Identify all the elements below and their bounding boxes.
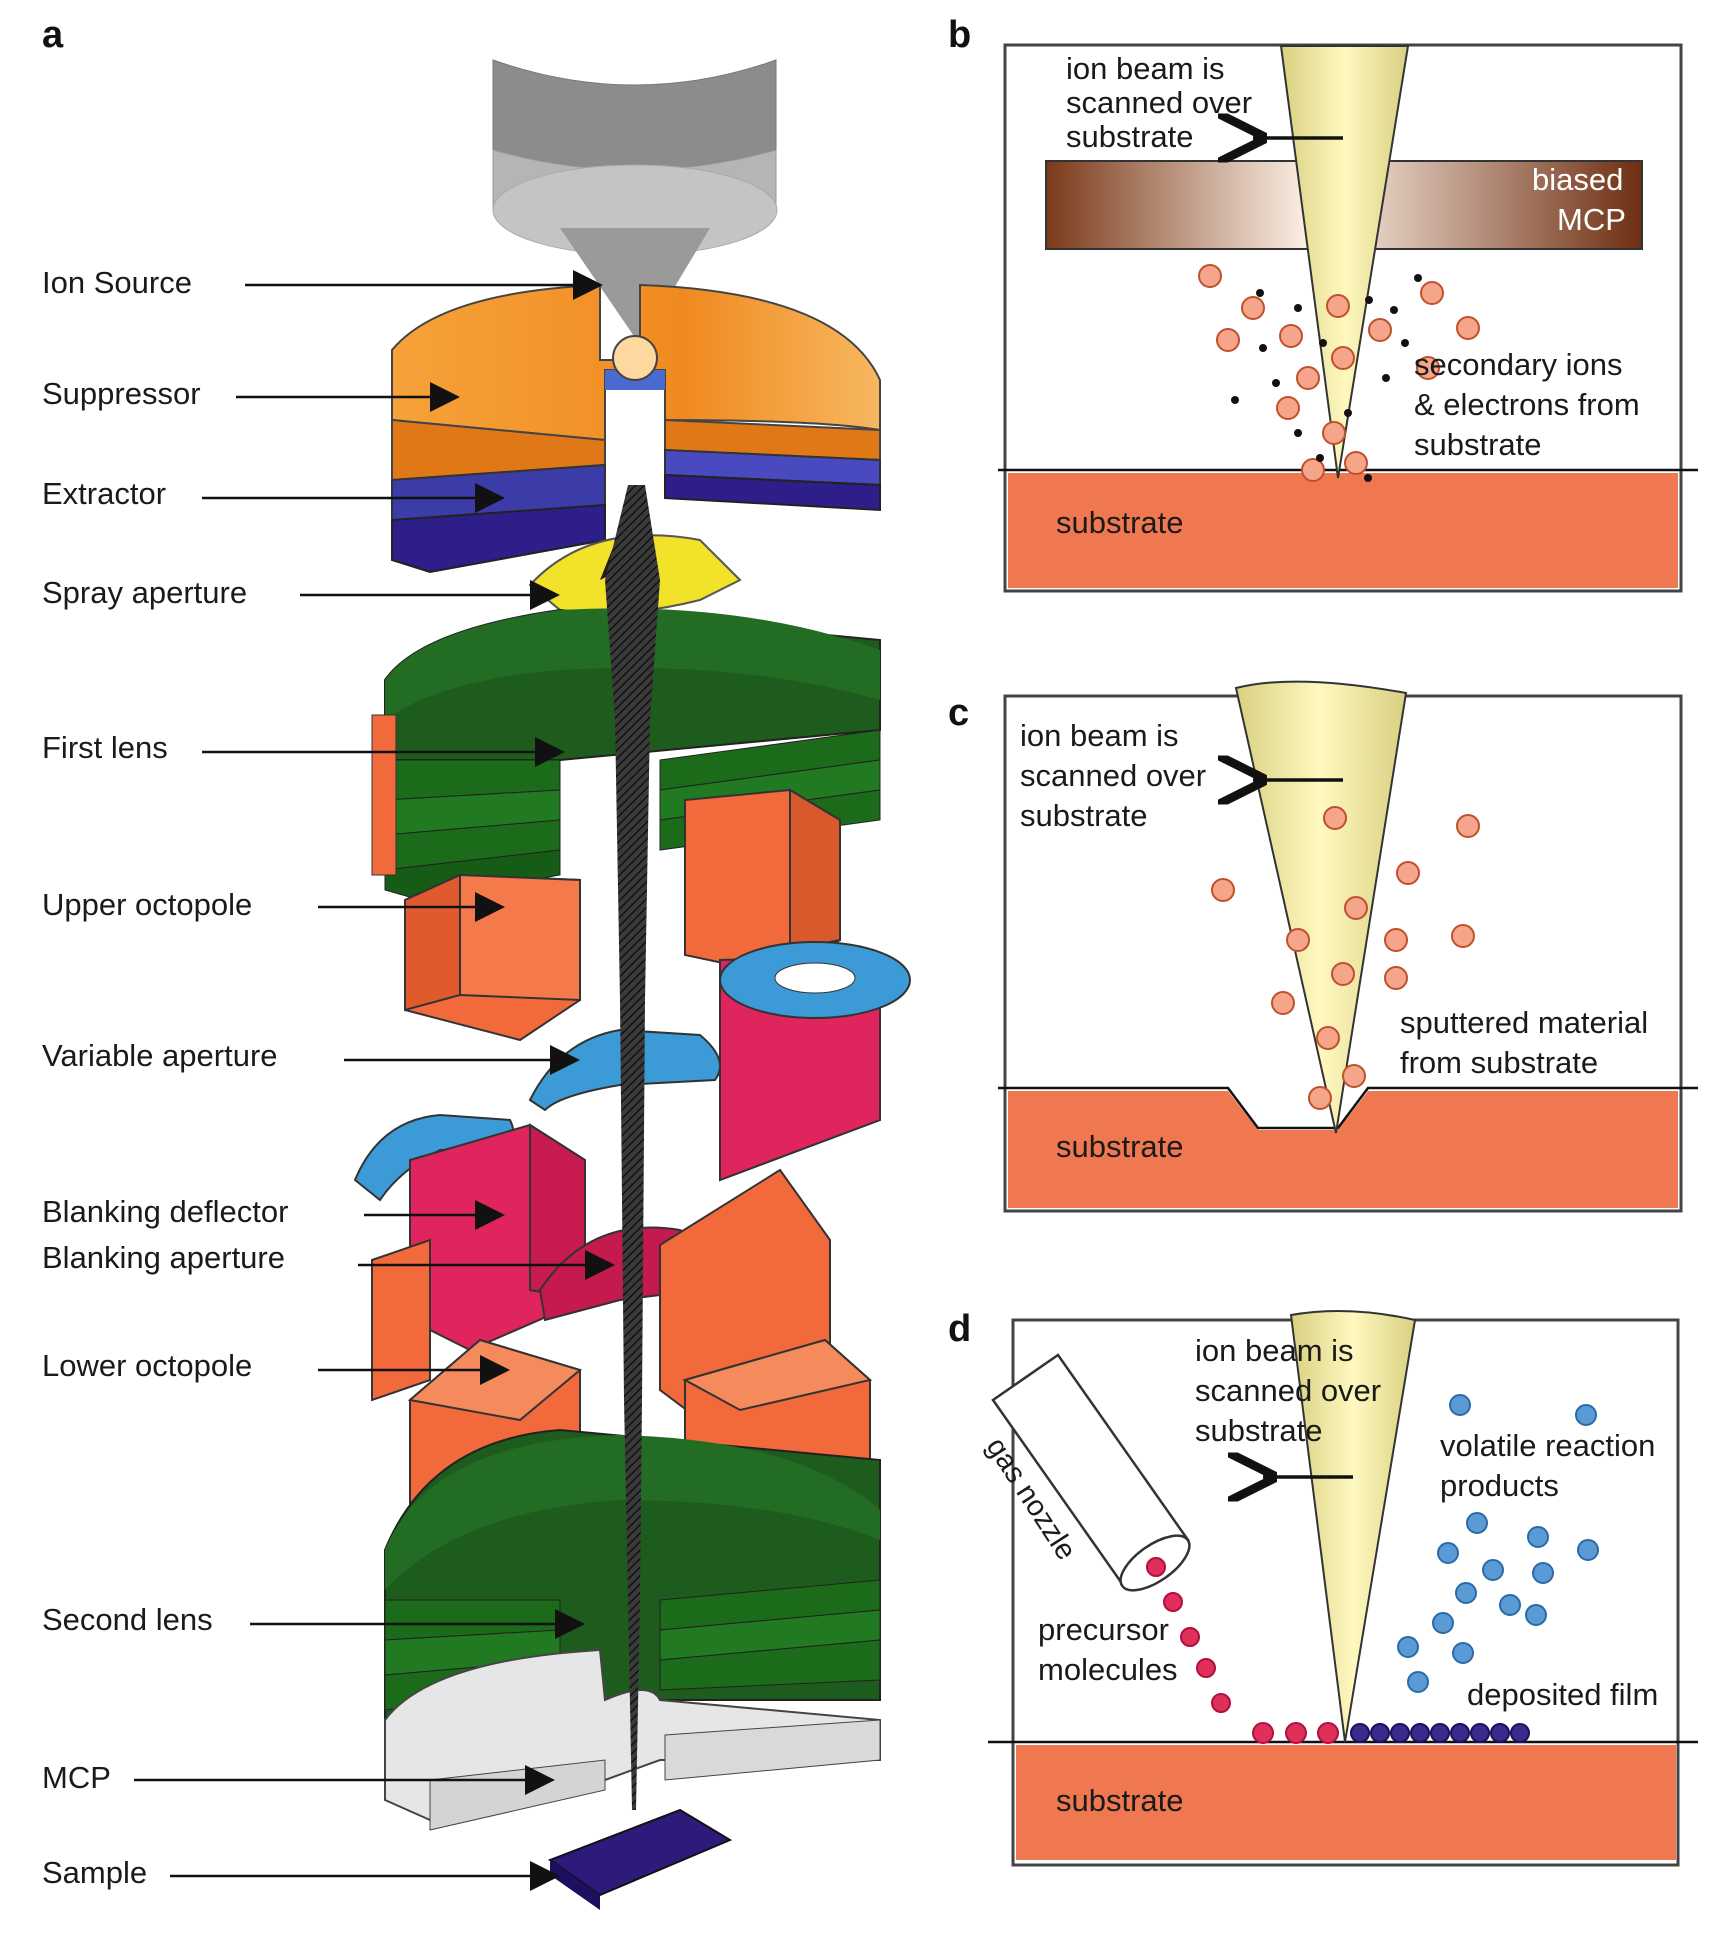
ion-beam-column bbox=[605, 485, 660, 1810]
panel-c-beam-line1: ion beam is bbox=[1020, 718, 1179, 753]
panel-d-film-label: deposited film bbox=[1467, 1677, 1659, 1712]
panel-d-precursor-line1: precursor bbox=[1038, 1612, 1169, 1647]
panel-b-mcp-line1: biased bbox=[1532, 162, 1624, 197]
label-mcp: MCP bbox=[42, 1760, 111, 1795]
fib-column-diagram bbox=[353, 59, 911, 1910]
label-blanking-aperture: Blanking aperture bbox=[42, 1240, 285, 1275]
sample-part bbox=[547, 1808, 733, 1910]
upper-octopole-part bbox=[404, 788, 841, 1042]
label-blanking-deflector: Blanking deflector bbox=[42, 1194, 289, 1229]
panel-d-beam-line1: ion beam is bbox=[1195, 1333, 1354, 1368]
panel-letter-b: b bbox=[948, 14, 972, 56]
label-second-lens: Second lens bbox=[42, 1602, 213, 1637]
panel-d-products-line2: products bbox=[1440, 1468, 1559, 1503]
panel-d-substrate-label: substrate bbox=[1056, 1783, 1184, 1818]
panel-c-beam-line2: scanned over bbox=[1020, 758, 1207, 793]
panel-b-beam-line2: scanned over bbox=[1066, 85, 1253, 120]
panel-letter-d: d bbox=[948, 1308, 972, 1350]
label-ion-source: Ion Source bbox=[42, 265, 192, 300]
panel-c-sputter-line2: from substrate bbox=[1400, 1045, 1599, 1080]
label-suppressor: Suppressor bbox=[42, 376, 201, 411]
panel-d-products-line1: volatile reaction bbox=[1440, 1428, 1656, 1463]
panel-letter-c: c bbox=[948, 692, 970, 734]
label-sample: Sample bbox=[42, 1855, 148, 1890]
panel-b-beam-line3: substrate bbox=[1066, 119, 1194, 154]
label-lower-octopole: Lower octopole bbox=[42, 1348, 253, 1383]
panel-d-beam-line2: scanned over bbox=[1195, 1373, 1382, 1408]
ion-source-part bbox=[492, 59, 778, 345]
panel-d-diagram bbox=[988, 1310, 1698, 1867]
panel-b-emission-line2: & electrons from bbox=[1414, 387, 1640, 422]
panel-letter-a: a bbox=[42, 14, 64, 56]
panel-b-emission-line1: secondary ions bbox=[1414, 347, 1623, 382]
panel-b-diagram bbox=[998, 43, 1698, 593]
panel-c-sputter-line1: sputtered material bbox=[1400, 1005, 1649, 1040]
panel-b-emission-line3: substrate bbox=[1414, 427, 1542, 462]
panel-c-beam-line3: substrate bbox=[1020, 798, 1148, 833]
label-upper-octopole: Upper octopole bbox=[42, 887, 253, 922]
label-extractor: Extractor bbox=[42, 476, 167, 511]
panel-c-diagram bbox=[998, 680, 1698, 1213]
panel-b-substrate-label: substrate bbox=[1056, 505, 1184, 540]
panel-b-beam-line1: ion beam is bbox=[1066, 51, 1225, 86]
label-spray-aperture: Spray aperture bbox=[42, 575, 248, 610]
panel-d-precursor-line2: molecules bbox=[1038, 1652, 1178, 1687]
panel-b-mcp-line2: MCP bbox=[1557, 202, 1626, 237]
label-variable-aperture: Variable aperture bbox=[42, 1038, 278, 1073]
column-label-arrows bbox=[134, 270, 615, 1891]
panel-d-beam-line3: substrate bbox=[1195, 1413, 1323, 1448]
panel-c-substrate-label: substrate bbox=[1056, 1129, 1184, 1164]
label-first-lens: First lens bbox=[42, 730, 168, 765]
